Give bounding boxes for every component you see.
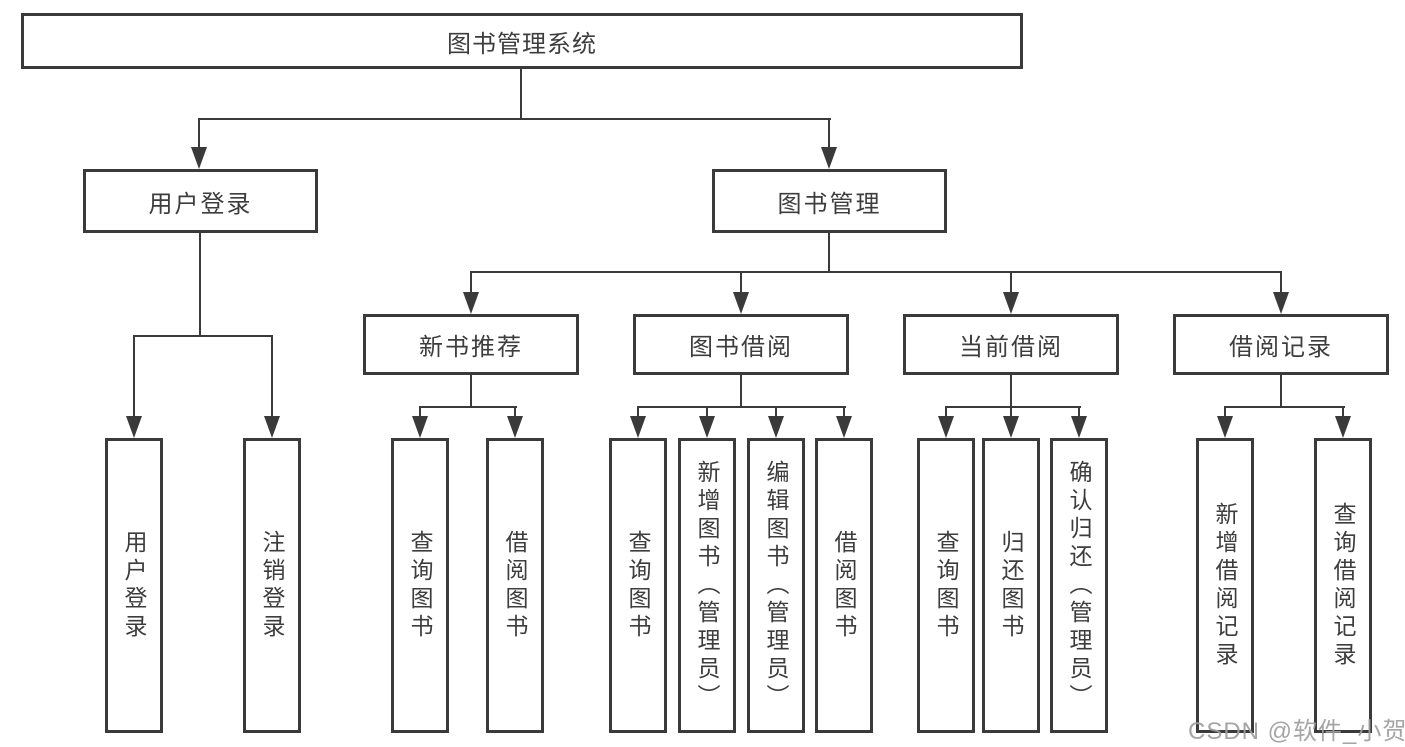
connector-stem-leaf bbox=[1224, 406, 1226, 417]
connector-stem-leaf bbox=[133, 335, 135, 417]
arrow-down-icon bbox=[1003, 292, 1019, 314]
connector-new-book-rec-trunk bbox=[470, 375, 472, 408]
connector-stem-leaf bbox=[514, 406, 516, 417]
arrow-down-icon bbox=[126, 416, 142, 438]
arrow-down-icon bbox=[768, 416, 784, 438]
node-book-borrow-label: 图书借阅 bbox=[689, 334, 793, 361]
connector-current-borrow-trunk bbox=[1010, 375, 1012, 408]
leaf-borrow-books-label: 借阅图书 bbox=[831, 529, 857, 642]
leaf-query-books-rec: 查询图书 bbox=[391, 438, 449, 733]
connector-stem-leaf bbox=[1010, 406, 1012, 417]
connector-stem-book-borrow bbox=[740, 271, 742, 293]
connector-user-login-rail bbox=[133, 335, 273, 337]
arrow-down-icon bbox=[836, 416, 852, 438]
connector-stem-leaf bbox=[637, 406, 639, 417]
leaf-edit-books-admin: 编辑图书（管理员） bbox=[747, 438, 805, 733]
leaf-edit-books-admin-label: 编辑图书（管理员） bbox=[763, 459, 789, 712]
leaf-borrow-books: 借阅图书 bbox=[815, 438, 873, 733]
leaf-add-borrow-record-label: 新增借阅记录 bbox=[1212, 501, 1238, 670]
leaf-query-books-rec-label: 查询图书 bbox=[407, 529, 433, 642]
node-new-book-rec: 新书推荐 bbox=[363, 314, 579, 375]
leaf-query-books-current-label: 查询图书 bbox=[933, 529, 959, 642]
leaf-query-borrow-record-label: 查询借阅记录 bbox=[1330, 501, 1356, 670]
connector-borrow-record-trunk bbox=[1280, 375, 1282, 408]
leaf-query-borrow-record: 查询借阅记录 bbox=[1314, 438, 1372, 733]
arrow-down-icon bbox=[1217, 416, 1233, 438]
arrow-down-icon bbox=[630, 416, 646, 438]
node-book-borrow: 图书借阅 bbox=[633, 314, 849, 375]
arrow-down-icon bbox=[463, 292, 479, 314]
leaf-user-login: 用户登录 bbox=[105, 438, 163, 733]
node-borrow-record-label: 借阅记录 bbox=[1229, 334, 1333, 361]
leaf-query-books-label: 查询图书 bbox=[625, 529, 651, 642]
connector-stem-book-mgmt bbox=[828, 118, 830, 149]
connector-borrow-record-rail bbox=[1224, 406, 1345, 408]
connector-stem-leaf bbox=[706, 406, 708, 417]
leaf-confirm-return-admin-label: 确认归还（管理员） bbox=[1066, 459, 1092, 712]
connector-stem-leaf bbox=[271, 335, 273, 417]
leaf-add-books-admin: 新增图书（管理员） bbox=[678, 438, 736, 733]
connector-stem-leaf bbox=[1342, 406, 1344, 417]
leaf-borrow-books-rec: 借阅图书 bbox=[486, 438, 544, 733]
connector-stem-leaf bbox=[843, 406, 845, 417]
leaf-user-login-label: 用户登录 bbox=[121, 529, 147, 642]
arrow-down-icon bbox=[191, 147, 207, 169]
connector-stem-leaf bbox=[419, 406, 421, 417]
arrow-down-icon bbox=[264, 416, 280, 438]
arrow-down-icon bbox=[699, 416, 715, 438]
leaf-query-books-current: 查询图书 bbox=[917, 438, 975, 733]
arrow-down-icon bbox=[1335, 416, 1351, 438]
connector-book-borrow-trunk bbox=[740, 375, 742, 408]
leaf-return-books: 归还图书 bbox=[982, 438, 1040, 733]
connector-root-trunk bbox=[520, 67, 522, 119]
connector-book-borrow-rail bbox=[637, 406, 846, 408]
connector-stem-new-book-rec bbox=[470, 271, 472, 293]
connector-level2-rail bbox=[198, 118, 831, 120]
arrow-down-icon bbox=[938, 416, 954, 438]
node-current-borrow: 当前借阅 bbox=[903, 314, 1119, 375]
node-book-mgmt: 图书管理 bbox=[712, 169, 947, 233]
leaf-confirm-return-admin: 确认归还（管理员） bbox=[1050, 438, 1108, 733]
node-new-book-rec-label: 新书推荐 bbox=[419, 334, 523, 361]
connector-level3-rail bbox=[470, 271, 1282, 273]
leaf-add-borrow-record: 新增借阅记录 bbox=[1196, 438, 1254, 733]
csdn-watermark: CSDN @软件_小贺同学 bbox=[1188, 718, 1405, 745]
node-root: 图书管理系统 bbox=[21, 13, 1023, 69]
leaf-logout: 注销登录 bbox=[243, 438, 301, 733]
node-user-login-label: 用户登录 bbox=[148, 190, 253, 218]
arrow-down-icon bbox=[1071, 416, 1087, 438]
arrow-down-icon bbox=[412, 416, 428, 438]
leaf-return-books-label: 归还图书 bbox=[998, 529, 1024, 642]
node-current-borrow-label: 当前借阅 bbox=[959, 334, 1063, 361]
connector-stem-borrow-record bbox=[1280, 271, 1282, 293]
leaf-query-books: 查询图书 bbox=[609, 438, 667, 733]
node-user-login: 用户登录 bbox=[83, 169, 318, 233]
arrow-down-icon bbox=[821, 147, 837, 169]
arrow-down-icon bbox=[507, 416, 523, 438]
connector-new-book-rec-rail bbox=[419, 406, 517, 408]
node-borrow-record: 借阅记录 bbox=[1173, 314, 1389, 375]
connector-stem-leaf bbox=[945, 406, 947, 417]
leaf-add-books-admin-label: 新增图书（管理员） bbox=[694, 459, 720, 712]
connector-stem-user-login bbox=[198, 118, 200, 149]
leaf-logout-label: 注销登录 bbox=[259, 529, 285, 642]
connector-stem-leaf bbox=[1078, 406, 1080, 417]
node-book-mgmt-label: 图书管理 bbox=[777, 190, 882, 218]
arrow-down-icon bbox=[733, 292, 749, 314]
leaf-borrow-books-rec-label: 借阅图书 bbox=[502, 529, 528, 642]
node-root-label: 图书管理系统 bbox=[447, 30, 597, 58]
arrow-down-icon bbox=[1273, 292, 1289, 314]
connector-stem-current-borrow bbox=[1010, 271, 1012, 293]
connector-user-login-trunk bbox=[199, 233, 201, 337]
connector-book-mgmt-trunk bbox=[828, 233, 830, 273]
connector-stem-leaf bbox=[775, 406, 777, 417]
arrow-down-icon bbox=[1003, 416, 1019, 438]
connector-current-borrow-rail bbox=[945, 406, 1081, 408]
